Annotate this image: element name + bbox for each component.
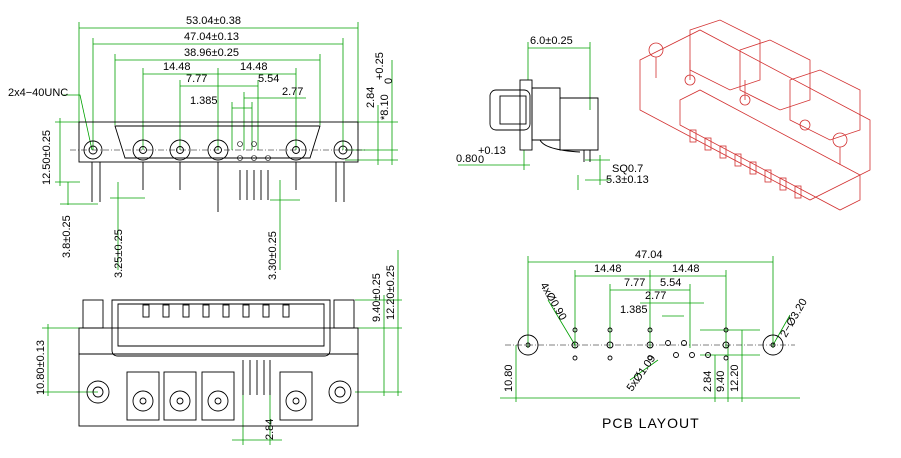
dim-overall-width: 53.04±0.38 (186, 15, 241, 27)
front-view: 9.40±0.25 12.20±0.25 10.80±0.13 2.84 (35, 250, 402, 445)
dim-side-offset: 0.80 (456, 153, 477, 165)
pcb-pitch-left: 14.48 (594, 263, 622, 275)
side-view: 6.0±0.25 0.80 +0.13 0 SQ0.7 5.3±0.13 (456, 35, 649, 190)
dim-side-offset-tol-upper: +0.13 (478, 145, 506, 157)
pcb-pitch-right: 14.48 (672, 263, 700, 275)
dim-shell-width: 38.96±0.25 (184, 47, 239, 59)
pcb-hole-mount: 2−Ø3.20 (778, 297, 810, 340)
dim-height-total: *8.10 (379, 94, 391, 120)
pcb-h2-84: 2.84 (702, 371, 714, 392)
dim-sq-pin: SQ0.7 (612, 163, 643, 175)
pcb-h9-40: 9.40 (715, 371, 727, 392)
dim-height-tol-upper: +0.25 (374, 52, 386, 80)
dim-7-77: 7.77 (186, 73, 207, 85)
pcb-5-54: 5.54 (660, 277, 681, 289)
dim-2-77: 2.77 (282, 86, 303, 98)
dim-flange-height: 12.50±0.25 (41, 130, 53, 185)
top-view: 53.04±0.38 47.04±0.13 38.96±0.25 14.48 1… (8, 15, 398, 280)
isometric-view (639, 19, 871, 211)
dim-front-h2: 12.20±0.25 (385, 265, 397, 320)
dim-1-385: 1.385 (190, 95, 218, 107)
dim-front-left: 10.80±0.13 (35, 340, 47, 395)
dim-side-offset-tol-lower: 0 (478, 154, 484, 166)
dim-leg-length: 3.8±0.25 (61, 215, 73, 258)
dim-row-offset: 2.84 (365, 87, 377, 108)
pcb-7-77: 7.77 (624, 277, 645, 289)
dim-side-pin-len: 5.3±0.13 (606, 174, 649, 186)
dim-5-54: 5.54 (258, 73, 279, 85)
dim-pitch-right: 14.48 (240, 61, 268, 73)
pcb-1-385: 1.385 (620, 304, 648, 316)
pcb-hole-small: 5xØ1.09 (625, 353, 659, 394)
pcb-width: 47.04 (635, 249, 663, 261)
dim-pin-length-signal: 3.30±0.25 (267, 231, 279, 280)
pcb-hole-large: 4xØ0.90 (537, 281, 568, 323)
pcb-h12-20: 12.20 (729, 364, 741, 392)
pcb-layout: 47.04 14.48 14.48 7.77 5.54 2.77 1.385 4… (500, 249, 810, 431)
dim-pitch-left: 14.48 (163, 61, 191, 73)
pcb-2-77: 2.77 (645, 290, 666, 302)
pcb-layout-title: PCB LAYOUT (602, 415, 700, 431)
pcb-h10-80: 10.80 (503, 364, 515, 392)
dim-front-pitch: 2.84 (264, 419, 276, 440)
dim-height-tol-lower: 0 (383, 78, 395, 84)
dim-thread: 2x4−40UNC (8, 87, 68, 99)
dim-side-depth: 6.0±0.25 (530, 35, 573, 47)
dim-front-h1: 9.40±0.25 (371, 273, 383, 322)
dim-mount-pitch: 47.04±0.13 (184, 31, 239, 43)
dim-pin-length-large: 3.25±0.25 (113, 229, 125, 278)
